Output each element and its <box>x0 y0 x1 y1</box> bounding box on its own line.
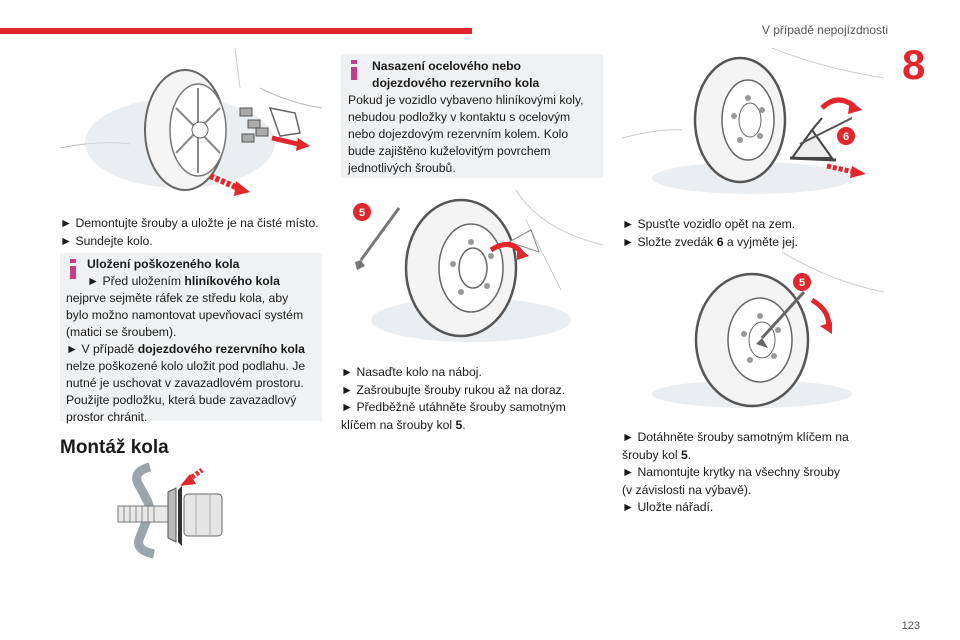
note-title: Nasazení ocelového nebo <box>372 59 521 73</box>
info-icon <box>351 60 357 80</box>
callout-badge <box>793 273 811 291</box>
wheel-mounting-illustration: 5 <box>353 190 603 342</box>
note-line: nelze poškozené kolo uložit pod podlahu.… <box>66 359 306 373</box>
note-line: ► V případě dojezdového rezervního kola <box>66 342 305 356</box>
step-remove-bolts: ► Demontujte šrouby a uložte je na čisté… <box>60 216 319 230</box>
step-store-tools: ► Uložte nářadí. <box>622 500 714 514</box>
chapter-number: 8 <box>902 41 926 88</box>
note-line: ► Před uložením hliníkového kola <box>87 274 280 288</box>
step-final-tighten: ► Dotáhněte šrouby samotným klíčem na <box>622 430 849 444</box>
note-line: nejprve sejměte ráfek ze středu kola, ab… <box>66 291 289 305</box>
col1-steps: ► Demontujte šrouby a uložte je na čisté… <box>60 215 319 250</box>
note-line: bude zajištěno kuželovitým povrchem <box>348 144 551 158</box>
final-tightening-illustration: 5 <box>652 252 884 408</box>
note-line: nebudou podložky v kontaktu s ocelovým <box>348 110 571 124</box>
info-icon <box>70 259 76 279</box>
lower-jack-illustration: 6 <box>622 48 884 194</box>
note-line: nutné je uschovat v zavazadlovém prostor… <box>66 376 304 390</box>
col3-steps-a: ► Spusťte vozidlo opět na zem. ► Složte … <box>622 216 798 251</box>
section-title-wheel-mounting: Montáž kola <box>60 437 169 458</box>
note-line: Použijte podložku, která bude zavazadlov… <box>66 393 297 407</box>
wheel-removal-illustration <box>60 48 322 196</box>
note-line: bylo možno namontovat upevňovací systém <box>66 308 304 322</box>
note-line: nebo dojezdovým rezervním kolem. Kolo <box>348 127 569 141</box>
steel-spare-wheel-note: Nasazení ocelového nebo dojezdového reze… <box>341 54 603 178</box>
step-remove-wheel: ► Sundejte kolo. <box>60 233 153 248</box>
note-line: prostor chránit. <box>66 410 148 424</box>
bolt-spacer-illustration <box>117 462 223 559</box>
note-line: jednotlivých šroubů. <box>348 161 456 175</box>
step-pretighten: ► Předběžně utáhněte šrouby samotným <box>341 400 566 414</box>
step-fold-jack: ► Složte zvedák 6 a vyjměte jej. <box>622 234 799 249</box>
col2-steps: ► Nasaďte kolo na náboj. ► Zašroubujte š… <box>341 364 566 434</box>
page-number: 123 <box>901 620 920 632</box>
step-fit-wheel: ► Nasaďte kolo na náboj. <box>341 365 482 379</box>
step-final-tighten-cont: šrouby kol 5. <box>622 447 692 462</box>
running-header: V případě nepojízdnosti <box>761 23 888 37</box>
step-fit-caps: ► Namontujte krytky na všechny šrouby <box>622 465 840 479</box>
step-lower-vehicle: ► Spusťte vozidlo opět na zem. <box>622 217 796 231</box>
step-screw-bolts: ► Zašroubujte šrouby rukou až na doraz. <box>341 382 566 397</box>
callout-badge <box>837 127 855 145</box>
svg-text:6: 6 <box>843 131 849 143</box>
note-title: Uložení poškozeného kola <box>87 257 240 271</box>
step-pretighten-cont: klíčem na šrouby kol 5. <box>341 417 466 432</box>
col3-steps-b: ► Dotáhněte šrouby samotným klíčem na šr… <box>622 429 849 517</box>
note-line: Pokud je vozidlo vybaveno hliníkovými ko… <box>348 93 584 107</box>
header-accent-bar <box>0 28 472 34</box>
svg-text:5: 5 <box>359 207 365 219</box>
svg-text:5: 5 <box>799 277 805 289</box>
note-line: (matici se šroubem). <box>66 325 177 339</box>
damaged-wheel-storage-note: Uložení poškozeného kola ► Před uložením… <box>60 253 322 424</box>
callout-badge <box>353 203 371 221</box>
note-title: dojezdového rezervního kola <box>372 76 540 90</box>
step-fit-caps-cont: (v závislosti na výbavě). <box>622 482 752 497</box>
